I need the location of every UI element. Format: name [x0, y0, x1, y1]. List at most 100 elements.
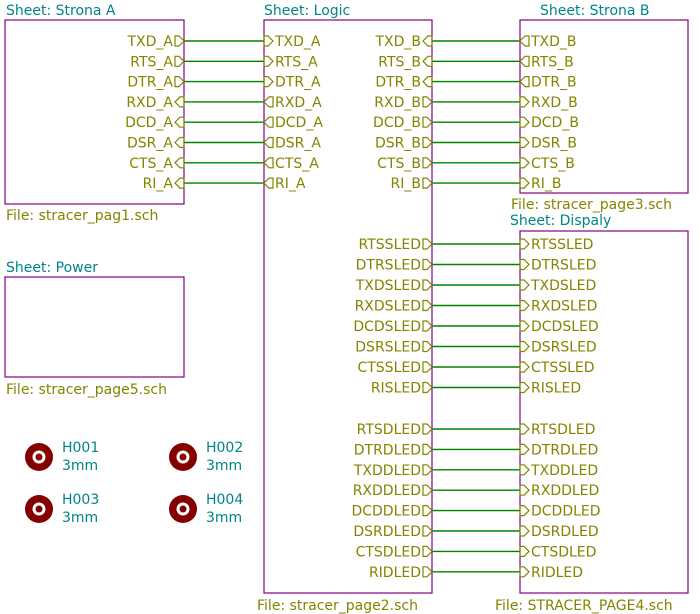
logic-pin-label-RXD_A[interactable]: RXD_A	[275, 95, 322, 111]
logic-pin-label-RTSSLED[interactable]: RTSSLED	[359, 237, 421, 253]
dispaly-pin-label-RXDDLED[interactable]: RXDDLED	[531, 483, 599, 499]
dispaly-pin-label-TXDDLED[interactable]: TXDDLED	[530, 463, 598, 479]
logic-pin-label-TXDSLED[interactable]: TXDSLED	[355, 278, 421, 294]
pins-group: TXD_A RTS_A DTR_A RXD_A DCD_A DSR_A CTS_A RI_A T…	[125, 34, 600, 581]
dispaly-pin-label-RXDSLED[interactable]: RXDSLED	[531, 299, 597, 315]
logic-pin-label-CTSSLED[interactable]: CTSSLED	[357, 360, 421, 376]
strona-a-pin-label-TXD_A[interactable]: TXD_A	[127, 34, 174, 50]
logic-pin-label-RXD_B[interactable]: RXD_B	[374, 95, 421, 111]
logic-pin-label-RI_A[interactable]: RI_A	[275, 176, 306, 192]
dispaly-pin-RXDSLED-shape	[519, 299, 530, 312]
strona-a-pin-TXD_A-shape	[174, 35, 185, 47]
dispaly-pin-label-CTSSLED[interactable]: CTSSLED	[531, 360, 595, 376]
dispaly-pin-DCDSLED-shape	[519, 320, 530, 332]
dispaly-pin-DCDDLED-shape	[519, 505, 530, 517]
logic-pin-label-RXDSLED[interactable]: RXDSLED	[355, 299, 421, 315]
strona-b-pin-DCD_B-shape	[519, 116, 530, 128]
logic-pin-RXDDLED-shape	[422, 484, 433, 496]
logic-pin-TXDSLED-shape	[422, 279, 433, 291]
logic-pin-TXD_A-shape	[263, 35, 274, 47]
strona-b-pin-DTR_B-shape	[519, 75, 530, 88]
logic-pin-label-DCD_B[interactable]: DCD_B	[373, 115, 421, 131]
dispaly-pin-label-DSRDLED[interactable]: DSRDLED	[531, 524, 599, 540]
strona-a-pin-label-RXD_A[interactable]: RXD_A	[126, 95, 173, 111]
strona-a-pin-label-DCD_A[interactable]: DCD_A	[125, 115, 173, 131]
dispaly-pin-label-DCDDLED[interactable]: DCDDLED	[531, 504, 601, 520]
logic-pin-label-TXDDLED[interactable]: TXDDLED	[353, 463, 421, 479]
sheet-strona-a-file: File: stracer_pag1.sch	[6, 208, 158, 224]
strona-a-pin-label-RTS_A[interactable]: RTS_A	[130, 54, 173, 70]
logic-pin-label-CTS_A[interactable]: CTS_A	[275, 156, 319, 172]
logic-pin-label-RTS_B[interactable]: RTS_B	[378, 54, 421, 70]
dispaly-pin-label-CTSDLED[interactable]: CTSDLED	[531, 544, 596, 560]
logic-pin-label-DSR_B[interactable]: DSR_B	[375, 136, 421, 152]
logic-pin-label-RIDLED[interactable]: RIDLED	[369, 565, 421, 581]
logic-pin-label-DTR_B[interactable]: DTR_B	[375, 75, 421, 91]
logic-pin-label-DCDDLED[interactable]: DCDDLED	[351, 504, 421, 520]
logic-pin-DTRSLED-shape	[422, 258, 433, 271]
dispaly-pin-TXDDLED-shape	[519, 464, 530, 476]
logic-pin-label-DTRSLED[interactable]: DTRSLED	[356, 258, 421, 274]
logic-pin-label-DCD_A[interactable]: DCD_A	[275, 115, 323, 131]
sheet-power-box[interactable]	[4, 276, 185, 378]
strona-b-pin-label-RXD_B[interactable]: RXD_B	[531, 95, 578, 111]
mounting-hole-ref: H004	[206, 492, 243, 508]
sheet-power-file: File: stracer_page5.sch	[6, 382, 167, 398]
logic-pin-label-TXD_A[interactable]: TXD_A	[274, 34, 321, 50]
sheet-logic-box[interactable]	[263, 19, 433, 594]
strona-b-pin-label-RTS_B[interactable]: RTS_B	[531, 54, 574, 70]
strona-a-pin-label-RI_A[interactable]: RI_A	[143, 176, 174, 192]
mounting-hole-value: 3mm	[206, 458, 242, 474]
logic-pin-RTS_A-shape	[263, 55, 274, 67]
strona-a-pin-label-DSR_A[interactable]: DSR_A	[127, 136, 173, 152]
dispaly-pin-label-RISLED[interactable]: RISLED	[531, 381, 581, 397]
sheet-dispaly-box[interactable]	[519, 230, 689, 594]
mounting-hole-drill-icon	[35, 453, 43, 461]
logic-pin-label-RTS_A[interactable]: RTS_A	[275, 54, 318, 70]
strona-b-pin-label-TXD_B[interactable]: TXD_B	[530, 34, 577, 50]
logic-pin-label-DSRDLED[interactable]: DSRDLED	[353, 524, 421, 540]
sheet-strona-b-title: Sheet: Strona B	[540, 3, 650, 19]
strona-b-pin-label-DTR_B[interactable]: DTR_B	[531, 75, 577, 91]
logic-pin-label-DSR_A[interactable]: DSR_A	[275, 136, 321, 152]
strona-b-pin-label-CTS_B[interactable]: CTS_B	[531, 156, 575, 172]
sheet-power-title: Sheet: Power	[6, 260, 98, 276]
logic-pin-label-CTSDLED[interactable]: CTSDLED	[356, 544, 421, 560]
logic-pin-label-DTR_A[interactable]: DTR_A	[275, 75, 321, 91]
strona-b-pin-label-DCD_B[interactable]: DCD_B	[531, 115, 579, 131]
dispaly-pin-label-DTRSLED[interactable]: DTRSLED	[531, 258, 596, 274]
logic-pin-label-CTS_B[interactable]: CTS_B	[377, 156, 421, 172]
strona-a-pin-label-DTR_A[interactable]: DTR_A	[127, 75, 173, 91]
logic-pin-label-DTRDLED[interactable]: DTRDLED	[354, 442, 421, 458]
logic-pin-label-RI_B[interactable]: RI_B	[391, 176, 421, 192]
logic-pin-label-DSRSLED[interactable]: DSRSLED	[355, 340, 421, 356]
logic-pin-RI_A-shape	[263, 177, 274, 189]
logic-pin-CTSSLED-shape	[422, 361, 433, 373]
dispaly-pin-label-DTRDLED[interactable]: DTRDLED	[531, 442, 598, 458]
mounting-hole-ref: H001	[62, 440, 99, 456]
sheet-strona-a-box[interactable]	[4, 19, 185, 205]
strona-b-pin-label-RI_B[interactable]: RI_B	[531, 176, 561, 192]
strona-b-pin-label-DSR_B[interactable]: DSR_B	[531, 136, 577, 152]
dispaly-pin-label-RTSSLED[interactable]: RTSSLED	[531, 237, 593, 253]
strona-a-pin-label-CTS_A[interactable]: CTS_A	[129, 156, 173, 172]
logic-pin-label-TXD_B[interactable]: TXD_B	[374, 34, 421, 50]
logic-pin-label-RXDDLED[interactable]: RXDDLED	[353, 483, 421, 499]
dispaly-pin-label-DCDSLED[interactable]: DCDSLED	[531, 319, 599, 335]
dispaly-pin-label-RTSDLED[interactable]: RTSDLED	[531, 422, 595, 438]
dispaly-pin-label-RIDLED[interactable]: RIDLED	[531, 565, 583, 581]
logic-pin-RTS_B-shape	[422, 55, 433, 67]
logic-pin-label-RISLED[interactable]: RISLED	[371, 381, 421, 397]
strona-a-pin-DSR_A-shape	[174, 136, 185, 149]
dispaly-pin-label-DSRSLED[interactable]: DSRSLED	[531, 340, 597, 356]
logic-pin-RIDLED-shape	[422, 566, 433, 578]
logic-pin-RXD_B-shape	[422, 96, 433, 108]
dispaly-pin-RTSDLED-shape	[519, 423, 530, 435]
logic-pin-label-RTSDLED[interactable]: RTSDLED	[357, 422, 421, 438]
dispaly-pin-label-TXDSLED[interactable]: TXDSLED	[530, 278, 596, 294]
logic-pin-label-DCDSLED[interactable]: DCDSLED	[353, 319, 421, 335]
